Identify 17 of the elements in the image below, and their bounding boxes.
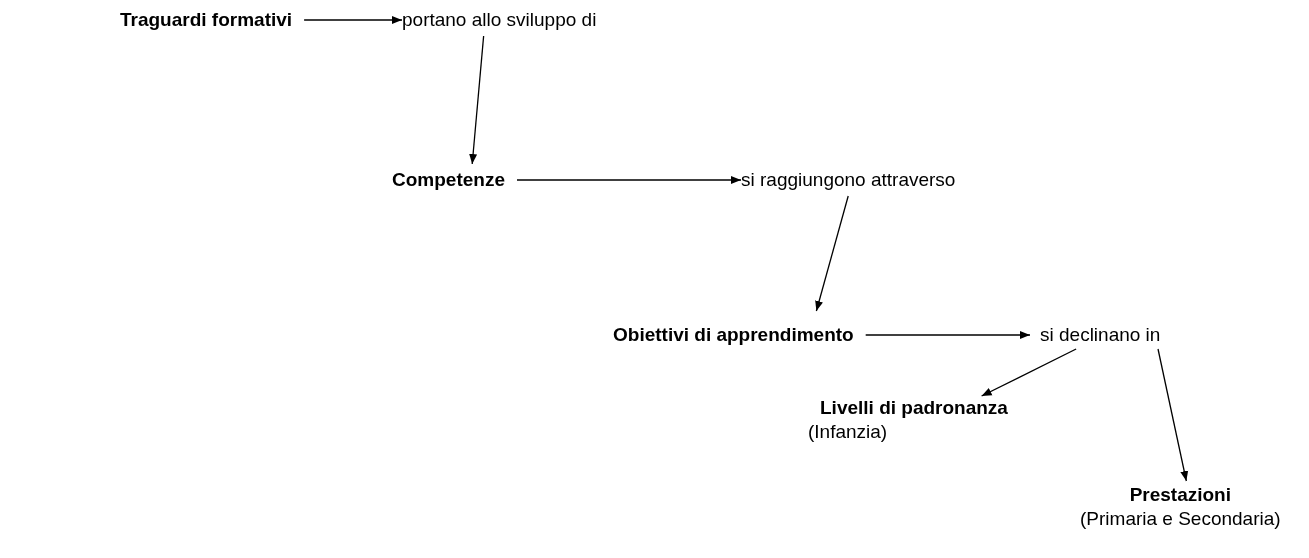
node-text: si declinano in	[1040, 323, 1161, 347]
node-heading: Traguardi formativi	[120, 8, 293, 32]
node-text: portano allo sviluppo di	[402, 8, 597, 32]
node-heading: Competenze	[392, 168, 505, 192]
node-note: (Infanzia)	[808, 420, 889, 444]
node-heading: Obiettivi di apprendimento	[613, 323, 854, 347]
arrow	[980, 348, 1077, 397]
node-heading: Livelli di padronanza	[820, 396, 1008, 420]
arrow	[815, 195, 849, 312]
node-heading: Prestazioni	[1128, 483, 1232, 507]
arrow	[516, 176, 742, 184]
node-note: (Primaria e Secondaria)	[1080, 507, 1281, 531]
arrow	[303, 16, 403, 24]
node-text: si raggiungono attraverso	[741, 168, 956, 192]
arrow	[865, 331, 1031, 339]
arrow	[1157, 348, 1189, 482]
arrow	[469, 35, 485, 165]
